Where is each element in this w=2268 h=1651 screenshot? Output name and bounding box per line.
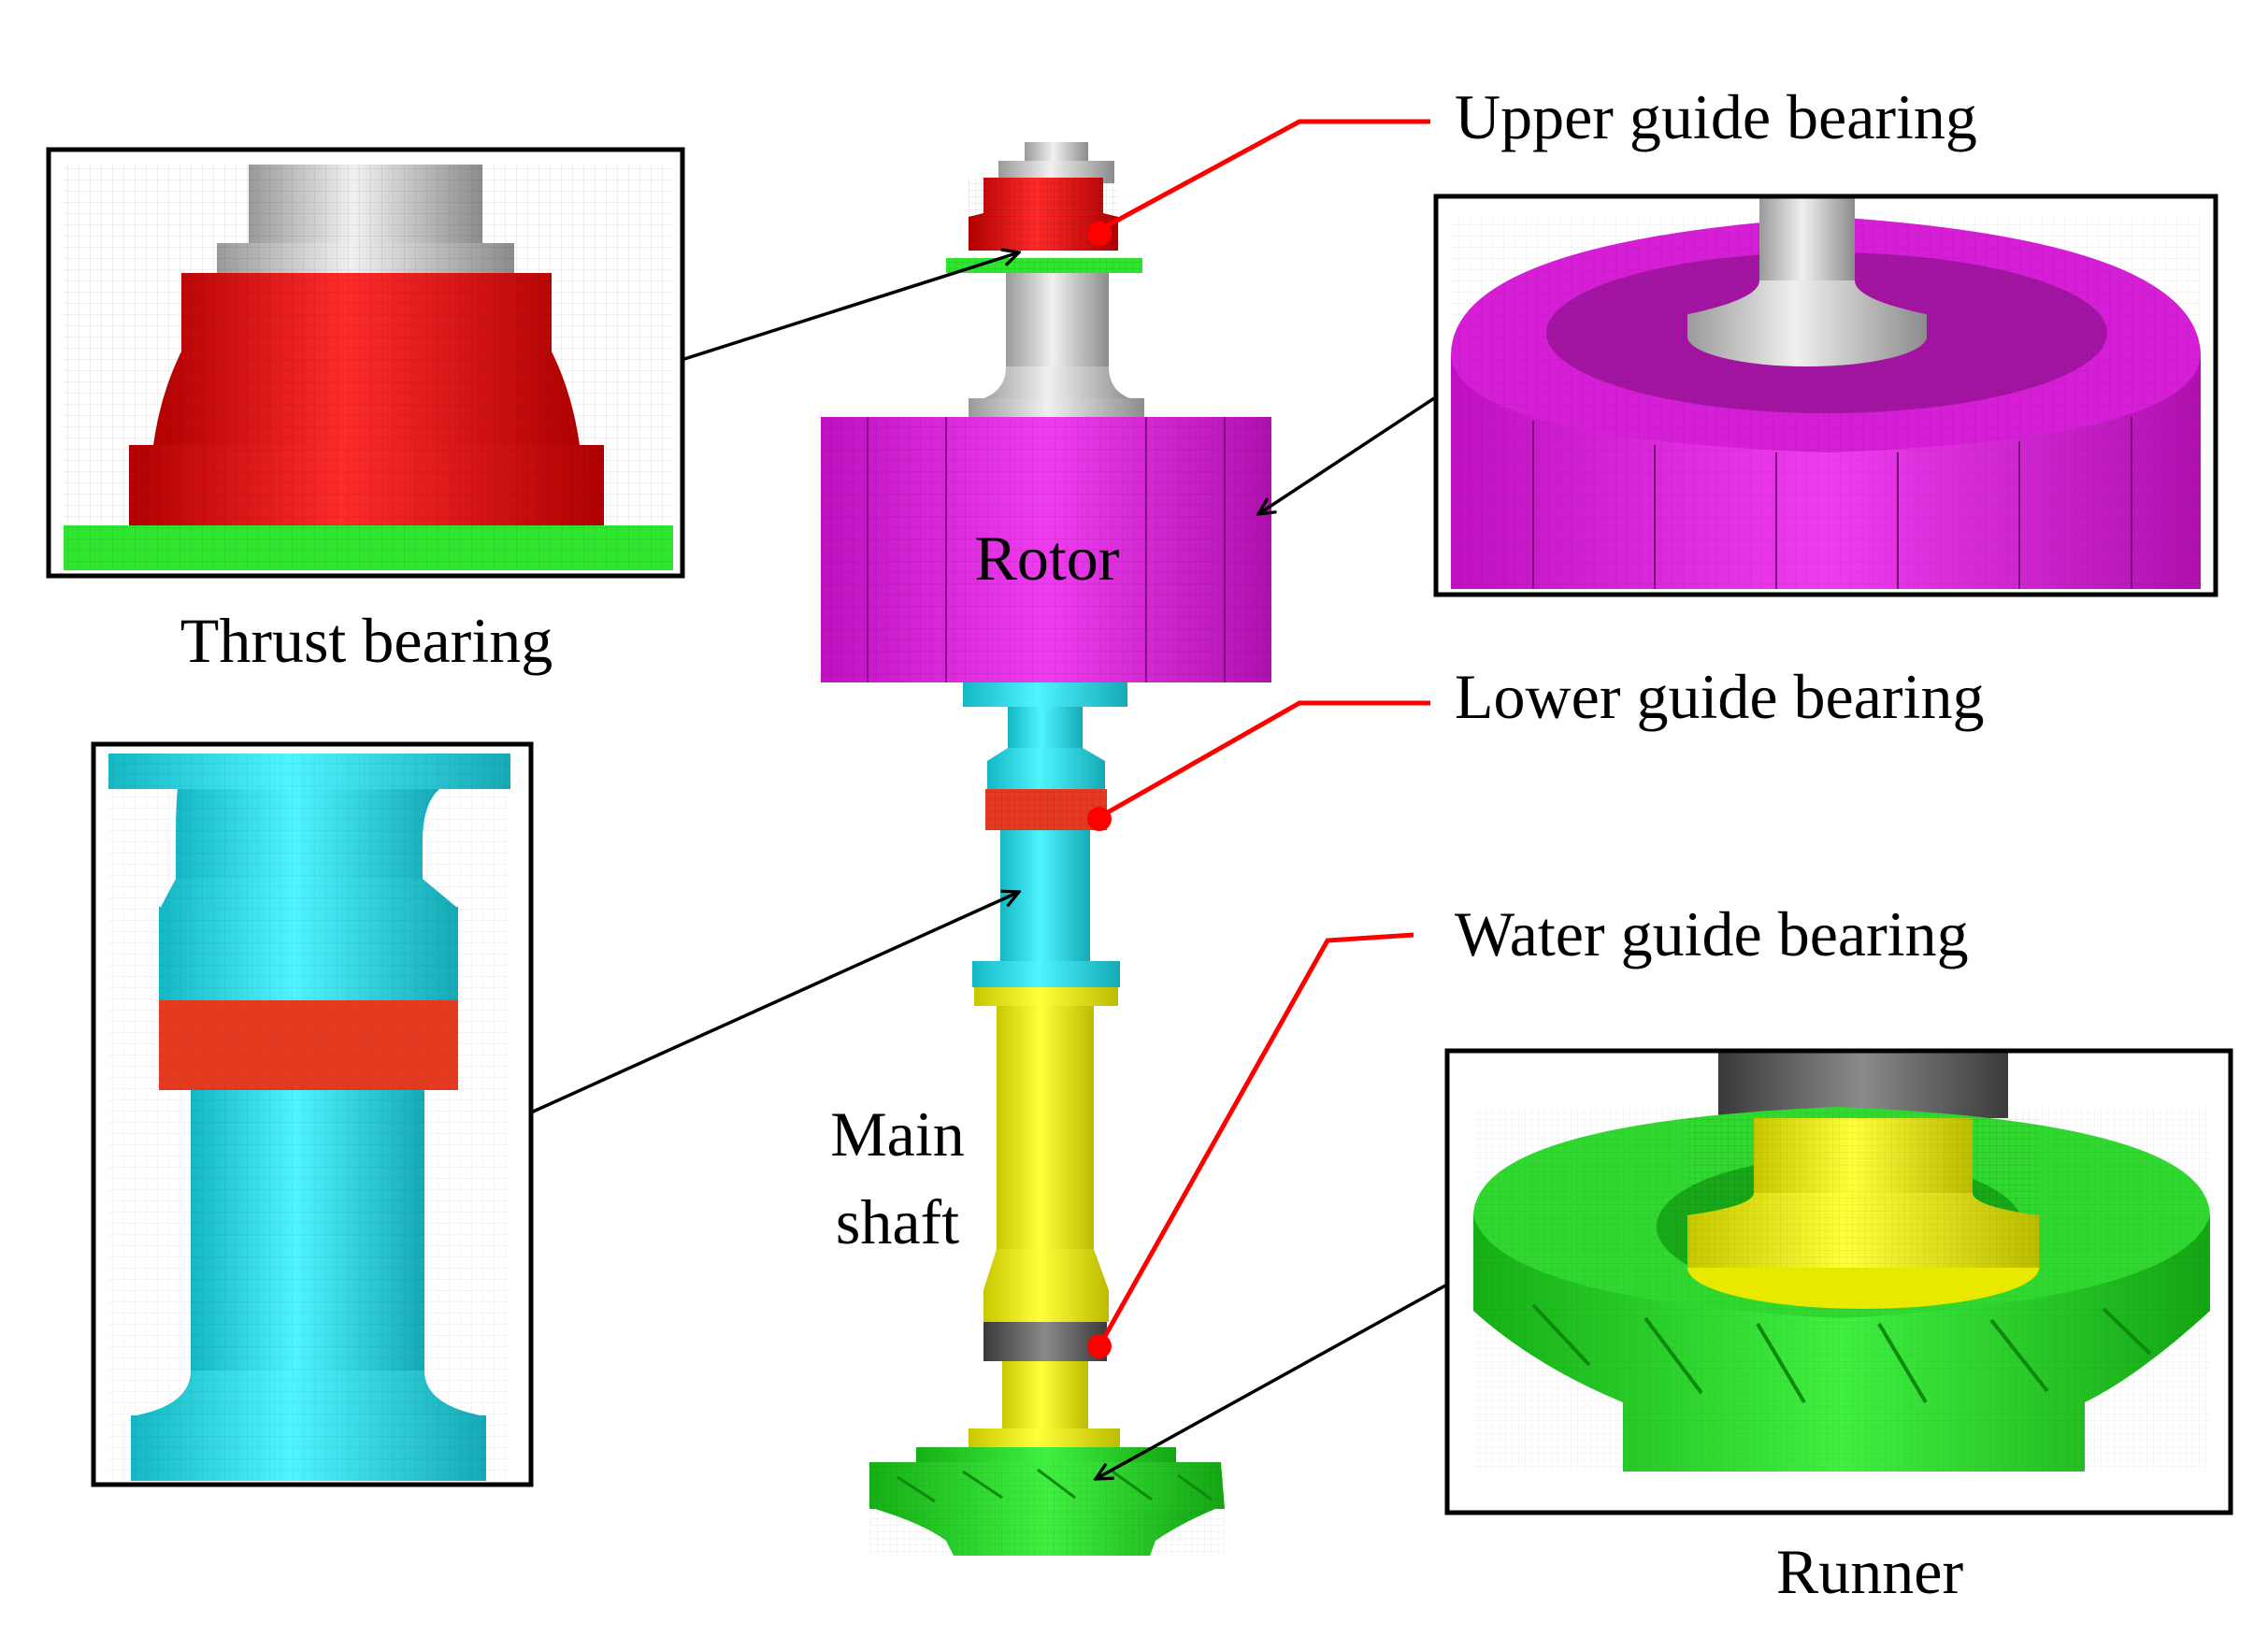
- runner-arrow: [1096, 1283, 1448, 1479]
- central-assembly: [821, 142, 1271, 1556]
- lower-shaft-inset: [91, 741, 534, 1487]
- lower-guide-dot: [1087, 807, 1112, 831]
- black-leader-arrows: [530, 252, 1448, 1479]
- thrust-collar: [946, 258, 1142, 273]
- upper-guide-leader: [1098, 119, 1430, 233]
- label-water-guide-bearing: Water guide bearing: [1455, 898, 1969, 969]
- red-leader-lines: [1097, 119, 1430, 1348]
- lower-shaft-arrow: [530, 892, 1019, 1114]
- rotor: [821, 417, 1271, 682]
- label-lower-guide-bearing: Lower guide bearing: [1455, 661, 1984, 732]
- label-main-shaft-line1: Main: [830, 1098, 965, 1170]
- red-anchor-dots: [1087, 222, 1112, 1358]
- runner: [869, 1447, 1225, 1556]
- label-runner: Runner: [1776, 1536, 1964, 1607]
- lower-guide-leader: [1098, 700, 1430, 820]
- thrust-bearing-arrow: [683, 252, 1019, 361]
- water-guide-bearing: [983, 1322, 1107, 1361]
- upper-shaft: [969, 142, 1144, 419]
- main-shaft: [969, 987, 1120, 1447]
- label-rotor: Rotor: [975, 523, 1120, 594]
- water-guide-leader: [1097, 932, 1414, 1348]
- label-main-shaft-line2: shaft: [836, 1186, 959, 1257]
- label-thrust-bearing: Thrust bearing: [180, 605, 553, 676]
- rotor-arrow: [1258, 396, 1435, 514]
- runner-inset: [1444, 1048, 2233, 1515]
- label-upper-guide-bearing: Upper guide bearing: [1455, 81, 1977, 152]
- thrust-bearing-inset: [46, 147, 685, 579]
- water-guide-dot: [1087, 1334, 1112, 1358]
- rotor-inset: [1433, 194, 2218, 597]
- lower-shaft: [963, 682, 1127, 987]
- upper-guide-dot: [1087, 222, 1112, 246]
- lower-guide-bearing: [985, 789, 1107, 830]
- upper-guide-bearing: [969, 178, 1118, 251]
